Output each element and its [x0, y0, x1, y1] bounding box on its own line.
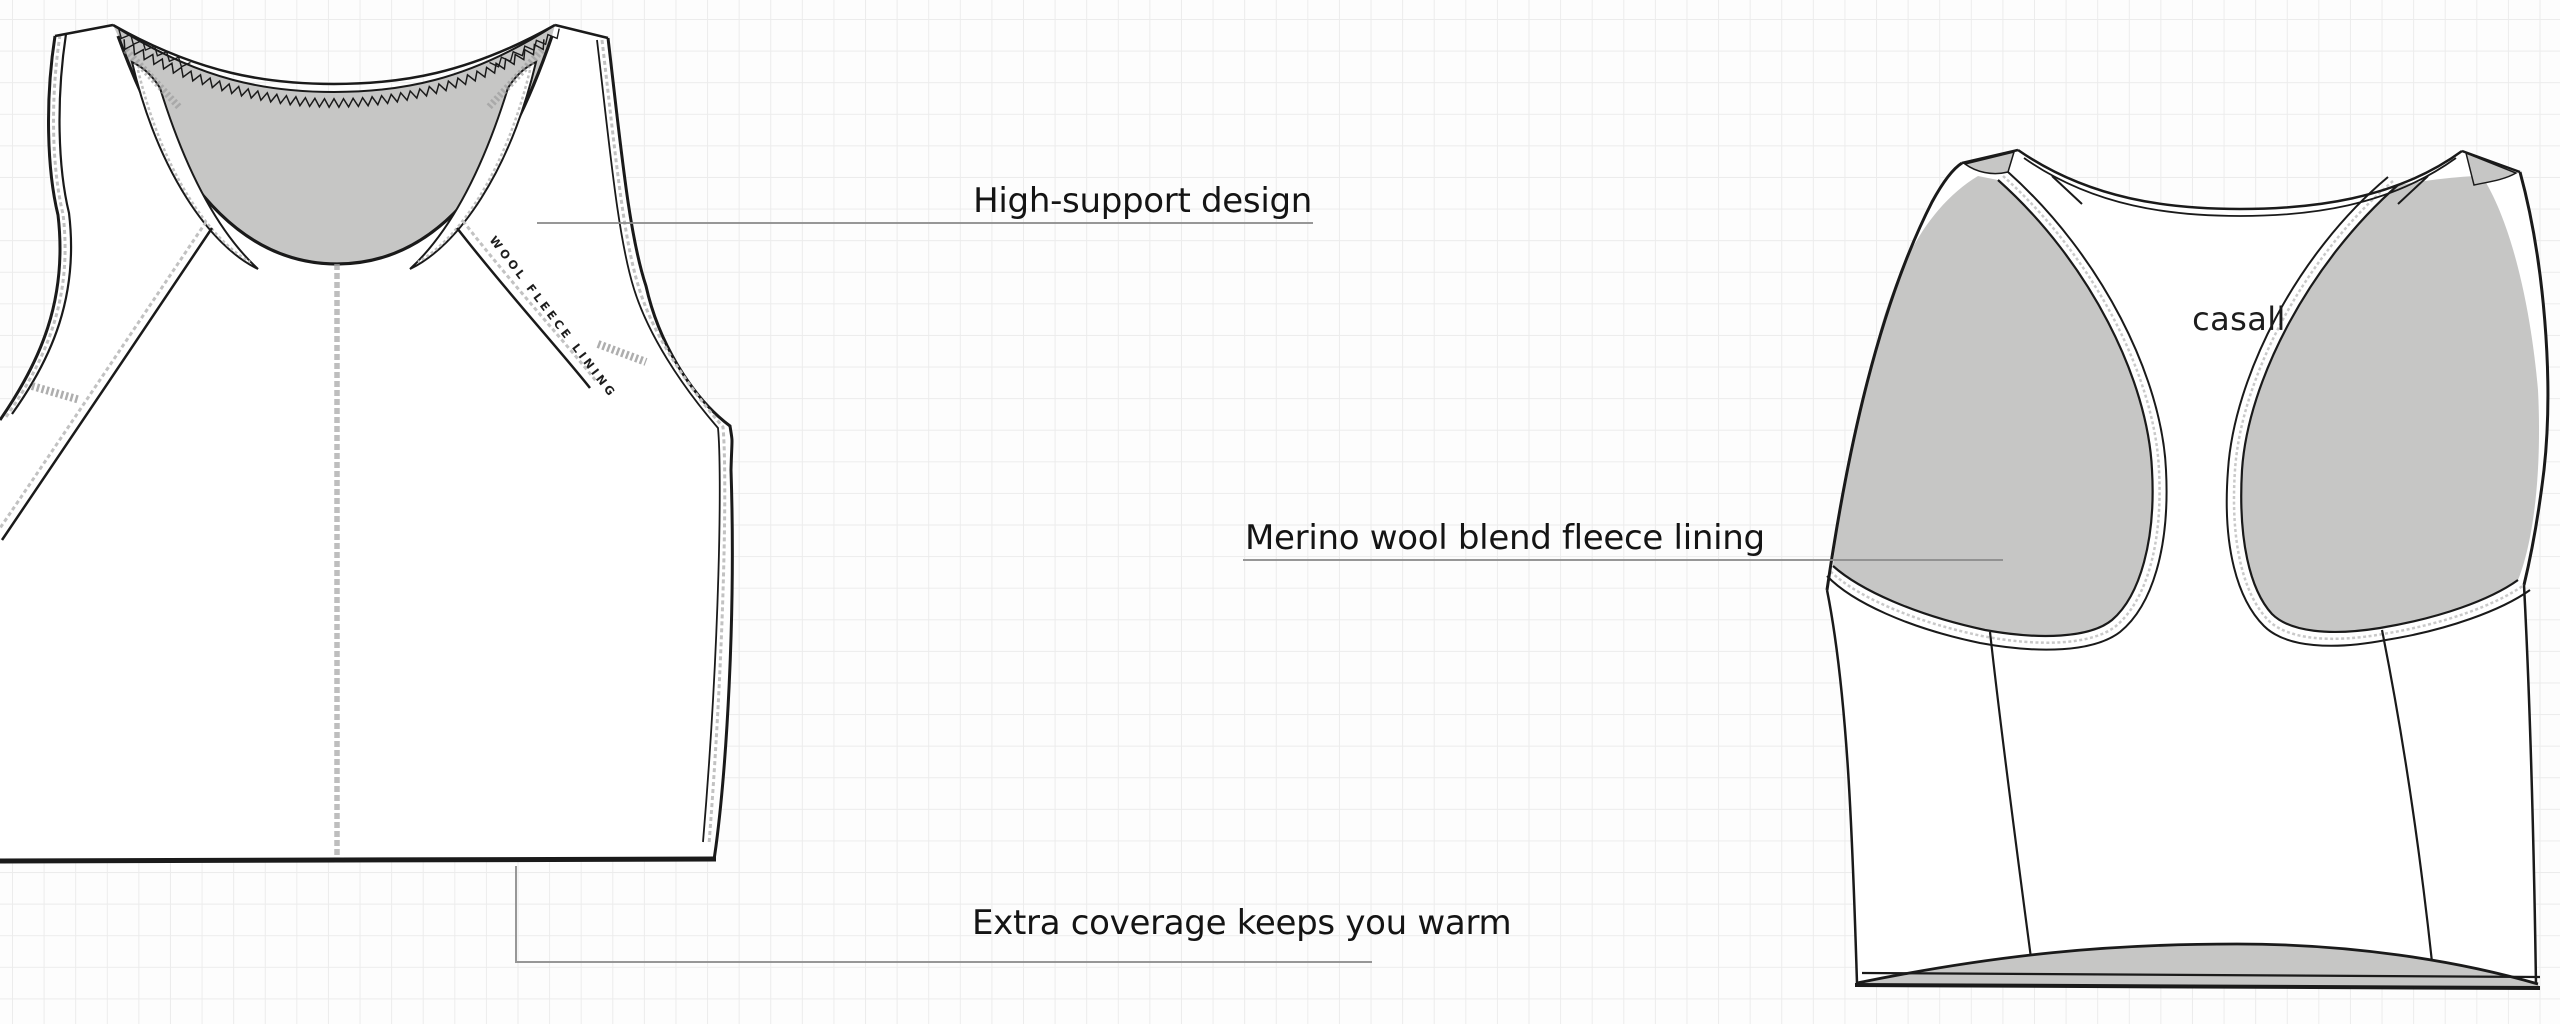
back-lining-panel-left — [1833, 176, 2153, 636]
back-left-outer-edge — [1825, 161, 1963, 591]
back-binding-left-outer — [1826, 171, 2168, 651]
front-teardrop-left-stitch — [136, 69, 251, 264]
annotation-high-support: High-support design — [973, 181, 1312, 221]
front-bartack-left — [30, 382, 82, 404]
back-left-strap-top-edge — [1961, 148, 2019, 165]
back-hem-band-bottom — [1854, 983, 2541, 990]
back-hem-band-top-arc — [1856, 942, 2539, 986]
back-binding-left-chainstitch — [1829, 175, 2161, 644]
front-neck-binding-inner — [112, 24, 556, 94]
front-view-sketch: WOOL FLEECE LINING — [0, 23, 734, 864]
back-notch-right — [2397, 175, 2429, 205]
back-inner-seam-left — [1988, 631, 2033, 959]
back-hem-band-seam — [1861, 971, 2541, 979]
front-bartack-right — [596, 340, 648, 366]
annotation-extra-coverage: Extra coverage keeps you warm — [972, 903, 1512, 943]
back-right-strap-top-edge — [2461, 149, 2521, 174]
front-right-princess-seam — [456, 227, 591, 389]
back-notch-left — [2051, 175, 2083, 205]
leader-line-extra-coverage — [515, 866, 1372, 963]
front-right-outer-edge — [606, 37, 734, 861]
front-neck-binding-outer — [112, 23, 556, 86]
front-right-seam-chainstitch — [461, 220, 598, 382]
back-view-sketch: casall — [1825, 148, 2550, 990]
back-strap-sliver-right — [2464, 151, 2518, 186]
front-left-strap-inner — [11, 33, 73, 415]
front-left-strap-outer — [0, 35, 62, 421]
front-teardrop-right-stitch — [417, 69, 532, 264]
front-strap-crossbar-right — [485, 47, 545, 111]
front-left-princess-seam — [0, 227, 214, 541]
annotation-leader-lines — [515, 222, 2003, 963]
back-neckline-outer — [2017, 148, 2463, 211]
front-zigzag-stitch-right-shoulder — [489, 28, 560, 68]
back-binding-right-outer — [2225, 176, 2531, 647]
front-bottom-hem — [0, 856, 717, 864]
front-left-strap-chainstitch — [4, 34, 67, 418]
front-body — [0, 25, 733, 862]
front-zigzag-stitch-left-shoulder — [118, 28, 191, 68]
front-left-strap-top-edge — [54, 23, 114, 38]
front-right-strap-top-edge — [554, 23, 609, 40]
front-zigzag-stitch-main — [123, 39, 545, 109]
back-right-side-edge — [2522, 584, 2538, 986]
back-right-outer-edge — [2518, 171, 2550, 586]
back-inner-seam-right — [2380, 629, 2434, 963]
brand-logo-casall: casall — [2192, 300, 2286, 338]
front-armhole-chainstitch — [600, 39, 727, 845]
back-neckline-binding — [2023, 157, 2457, 217]
back-binding-right-inner — [2240, 184, 2519, 633]
annotation-merino-lining: Merino wool blend fleece lining — [1245, 518, 1765, 558]
back-binding-left-inner — [1832, 179, 2154, 638]
front-left-seam-chainstitch — [0, 221, 208, 531]
back-strap-sliver-left — [1963, 150, 2016, 175]
back-left-side-edge — [1825, 589, 1859, 984]
front-neck-lining — [113, 25, 555, 264]
front-strap-crossbar-left — [123, 47, 183, 111]
back-lining-panel-right — [2241, 176, 2540, 632]
front-armhole-binding — [596, 39, 721, 843]
